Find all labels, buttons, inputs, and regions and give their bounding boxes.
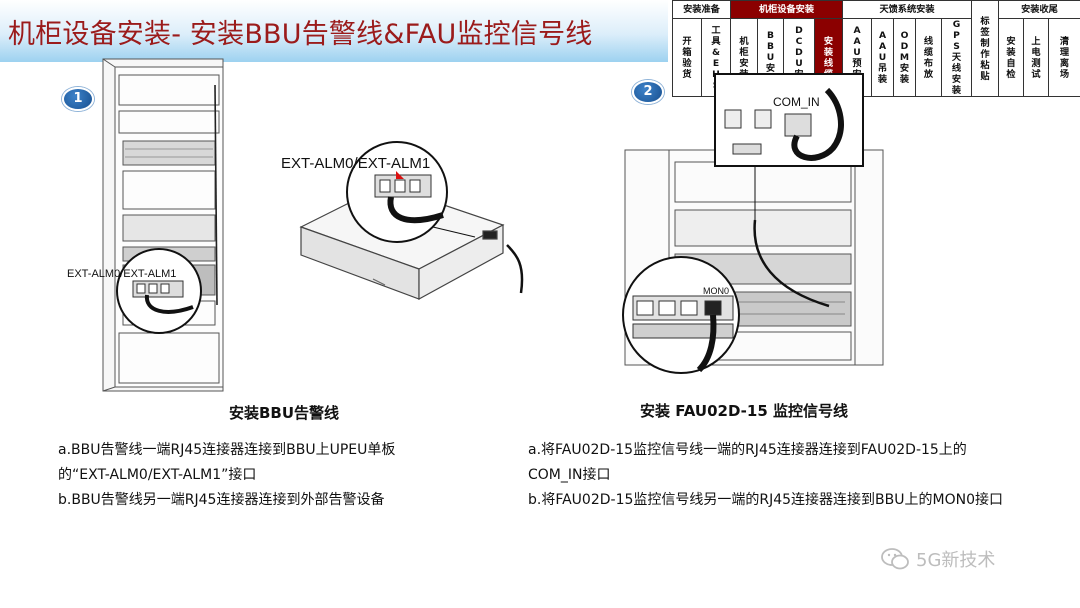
right-caption: 安装 FAU02D-15 监控信号线 bbox=[640, 402, 849, 420]
step-fin-3: 清理离场 bbox=[1048, 18, 1080, 97]
mon0-callout: MON0 bbox=[703, 286, 729, 296]
step-ant-4: 线缆布放 bbox=[915, 18, 942, 97]
step-fin-2: 上电测试 bbox=[1023, 18, 1049, 97]
step-label: 标签制作粘贴 bbox=[971, 0, 999, 97]
left-step-b: b.BBU告警线另一端RJ45连接器连接到外部告警设备 bbox=[58, 492, 385, 508]
fau-monitor-figure: COM_IN MON0 bbox=[622, 73, 884, 374]
step-prep-1: 开箱验货 bbox=[672, 18, 702, 97]
process-table: 安装准备 机柜设备安装 天馈系统安装 标签制作粘贴 安装收尾 开箱验货 工具&E… bbox=[672, 0, 1080, 97]
group-cabinet: 机柜设备安装 bbox=[730, 0, 843, 19]
left-caption: 安装BBU告警线 bbox=[229, 404, 340, 422]
com-in-callout: COM_IN bbox=[773, 95, 820, 109]
wechat-icon bbox=[881, 548, 909, 570]
step-badge-1: 1 bbox=[62, 87, 94, 111]
right-step-a-cont: COM_IN接口 bbox=[528, 467, 611, 483]
cabinet-drawing bbox=[102, 58, 224, 392]
group-antenna: 天馈系统安装 bbox=[842, 0, 972, 19]
cabinet-port-callout: EXT-ALM0/EXT-ALM1 bbox=[67, 268, 176, 280]
watermark: 5G新技术 bbox=[880, 546, 995, 572]
page-title: 机柜设备安装- 安装BBU告警线&FAU监控信号线 bbox=[8, 19, 593, 50]
right-step-b: b.将FAU02D-15监控信号线另一端的RJ45连接器连接到BBU上的MON0… bbox=[528, 492, 1003, 508]
right-description: a.将FAU02D-15监控信号线一端的RJ45连接器连接到FAU02D-15上… bbox=[528, 438, 1003, 513]
title-bar: 机柜设备安装- 安装BBU告警线&FAU监控信号线 bbox=[0, 0, 668, 62]
bbu-port-callout: EXT-ALM0/EXT-ALM1 bbox=[281, 155, 430, 172]
step-ant-5: GPS天线安装 bbox=[941, 18, 972, 97]
left-step-a: a.BBU告警线一端RJ45连接器连接到BBU上UPEU单板 bbox=[58, 442, 396, 458]
step-badge-2: 2 bbox=[632, 80, 664, 104]
right-step-a: a.将FAU02D-15监控信号线一端的RJ45连接器连接到FAU02D-15上… bbox=[528, 442, 967, 458]
left-step-a-cont: 的“EXT-ALM0/EXT-ALM1”接口 bbox=[58, 467, 257, 483]
step-ant-2: AAU吊装 bbox=[871, 18, 894, 97]
step-ant-3: ODM安装 bbox=[893, 18, 916, 97]
group-finish: 安装收尾 bbox=[998, 0, 1080, 19]
bbu-alarm-figure: EXT-ALM0/EXT-ALM1 EXT-ALM0/EXT-ALM1 bbox=[67, 58, 524, 392]
step-fin-1: 安装自检 bbox=[998, 18, 1024, 97]
group-prep: 安装准备 bbox=[672, 0, 731, 19]
left-description: a.BBU告警线一端RJ45连接器连接到BBU上UPEU单板 的“EXT-ALM… bbox=[58, 438, 395, 513]
watermark-text: 5G新技术 bbox=[916, 550, 996, 571]
